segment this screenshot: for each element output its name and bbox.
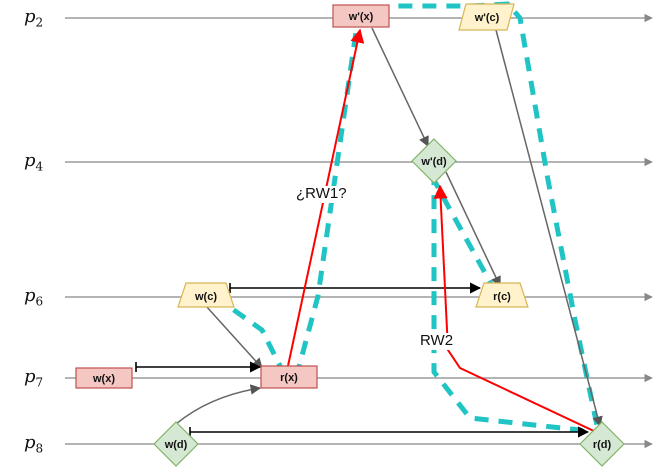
rw2-arrow [433, 184, 597, 433]
process-label-p7-base: p [24, 366, 36, 387]
causal-arrow-wd-to-rx [175, 384, 262, 425]
causal-arrow-wc-to-rx [205, 305, 263, 369]
process-label-p6-base: p [24, 285, 36, 306]
process-label-p2-base: p [24, 6, 36, 27]
process-label-p4-sub: 4 [35, 159, 44, 174]
causal-arrow-wd-to-rc [445, 171, 501, 287]
process-label-p2-sub: 2 [35, 15, 44, 30]
event-p4-wd: w'(d) [411, 138, 457, 184]
process-label-p7-sub: 7 [35, 375, 44, 390]
event-p2-wc: w'(c) [458, 3, 515, 31]
event-p8-wd: w(d) [153, 421, 199, 467]
dashed-causal-path [212, 1, 603, 443]
process-label-p8-base: p [24, 432, 36, 453]
event-p7-wx-label: w(x) [92, 373, 115, 385]
event-p8-rd-label: r(d) [593, 439, 612, 451]
event-p2-wx: w'(x) [332, 4, 390, 28]
causal-arrow-wx-to-wd [371, 27, 429, 147]
event-p8-rd: r(d) [579, 421, 625, 467]
process-label-p7: p7 [24, 368, 43, 389]
causal-arrow-wc2-to-rd [495, 29, 603, 428]
event-p2-wc-label: w'(c) [474, 12, 500, 24]
process-label-p6-sub: 6 [35, 294, 44, 309]
event-p7-wx: w(x) [75, 367, 133, 389]
process-label-p8: p8 [24, 434, 43, 455]
event-p2-wx-label: w'(x) [348, 11, 374, 23]
rw2-annotation: RW2 [418, 332, 456, 350]
process-label-p6: p6 [24, 287, 43, 308]
event-p6-rc-label: r(c) [493, 291, 511, 303]
process-label-p8-sub: 8 [35, 441, 44, 456]
process-label-p2: p2 [24, 8, 43, 29]
event-p7-rx-label: r(x) [280, 372, 298, 384]
process-label-p4: p4 [24, 152, 43, 173]
event-p7-rx: r(x) [260, 365, 318, 389]
event-p6-wc-label: w(c) [194, 291, 217, 303]
process-label-p4-base: p [24, 150, 36, 171]
event-p8-wd-label: w(d) [164, 439, 188, 451]
event-p6-wc: w(c) [177, 282, 235, 308]
event-p6-rc: r(c) [475, 282, 529, 308]
event-p4-wd-label: w'(d) [420, 156, 447, 168]
rw1-annotation: ¿RW1? [294, 185, 349, 203]
